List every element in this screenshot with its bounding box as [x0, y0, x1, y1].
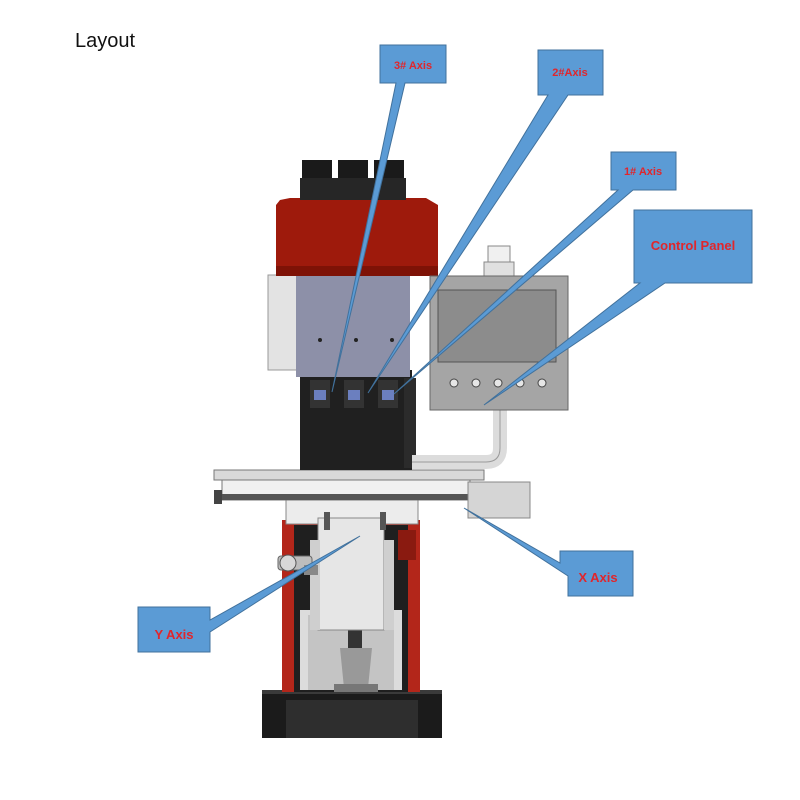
- callout-axis-3-label: 3# Axis: [394, 60, 432, 72]
- signal-lamp: [483, 245, 515, 277]
- coolant-pipe: [412, 410, 507, 469]
- callout-axis-1: 1# Axis: [393, 151, 677, 395]
- y-handwheel: [277, 554, 318, 575]
- machine-base: [262, 690, 442, 738]
- machine-illustration: [213, 160, 569, 738]
- work-table: [213, 469, 531, 519]
- side-plate: [267, 274, 301, 371]
- spindle-head: [276, 198, 438, 276]
- spindle-motors: [300, 160, 406, 200]
- callout-axis-3: 3# Axis: [331, 44, 447, 393]
- callout-x-axis-label: X Axis: [578, 570, 617, 585]
- y-slide: [285, 499, 419, 631]
- callout-axis-2-label: 2#Axis: [552, 67, 587, 79]
- callout-control-panel: Control Panel: [483, 209, 753, 406]
- callout-axis-1-label: 1# Axis: [624, 166, 662, 178]
- callout-axis-2: 2#Axis: [367, 49, 604, 394]
- lower-chuck: [334, 630, 378, 692]
- callout-y-axis: Y Axis: [137, 535, 361, 653]
- callout-control-panel-label: Control Panel: [651, 238, 736, 253]
- spindle-chucks: [310, 380, 398, 408]
- callout-x-axis: X Axis: [463, 507, 634, 597]
- page-title: Layout: [75, 30, 136, 52]
- callout-y-axis-label: Y Axis: [154, 627, 193, 642]
